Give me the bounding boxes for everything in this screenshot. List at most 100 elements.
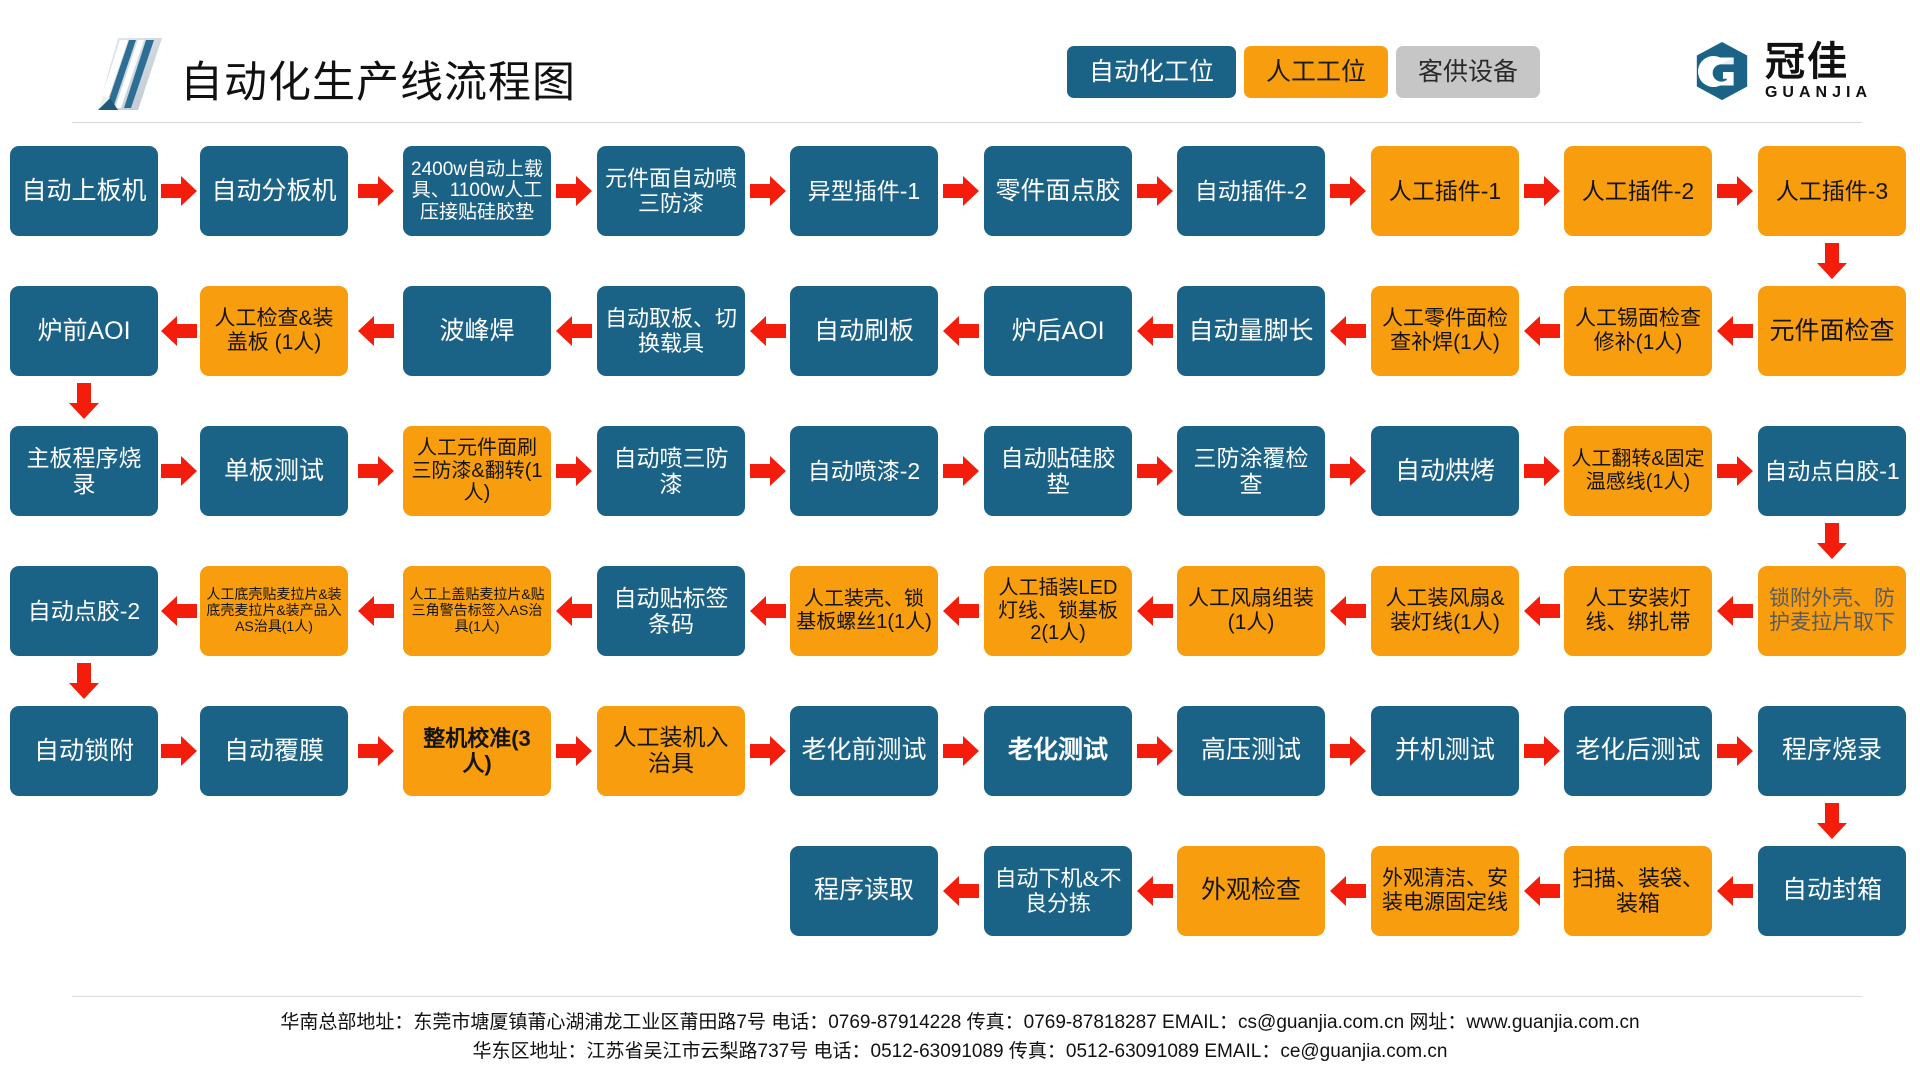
page-header: 自动化生产线流程图 自动化工位 人工工位 客供设备 冠佳 GUANJIA	[0, 0, 1920, 124]
flow-node[interactable]: 自动取板、切换载具	[597, 286, 745, 376]
arrow-left-icon	[1523, 876, 1560, 906]
flow-node[interactable]: 主板程序烧录	[10, 426, 158, 516]
flow-node[interactable]: 人工装机入治具	[597, 706, 745, 796]
flow-node[interactable]: 自动下机&不良分拣	[984, 846, 1132, 936]
flow-node[interactable]: 人工零件面检查补焊(1人)	[1371, 286, 1519, 376]
flow-node-label: 主板程序烧录	[26, 444, 142, 497]
flow-node-label: 人工装壳、锁基板螺丝1(1人)	[796, 588, 932, 633]
arrow-left-icon	[1717, 316, 1753, 346]
arrow-right-icon	[556, 176, 592, 206]
flow-node[interactable]: 老化后测试	[1564, 706, 1712, 796]
flow-node[interactable]: 外观清洁、安装电源固定线	[1371, 846, 1519, 936]
flow-node-label: 自动上板机	[21, 176, 147, 205]
flow-node-label: 人工上盖贴麦拉片&贴三角警告标签入AS治具(1人)	[409, 586, 545, 634]
flow-node[interactable]: 人工插件-1	[1371, 146, 1519, 236]
flow-node[interactable]: 自动烘烤	[1371, 426, 1519, 516]
flow-node-label: 自动烘烤	[1394, 456, 1495, 485]
flow-node-label: 人工装机入治具	[613, 724, 729, 776]
arrow-right-icon	[749, 456, 786, 486]
flow-node-label: 人工元件面刷三防漆&翻转(1人)	[411, 436, 543, 505]
arrow-left-icon	[1136, 876, 1173, 906]
flow-node[interactable]: 人工底壳贴麦拉片&装底壳麦拉片&装产品入AS治具(1人)	[200, 566, 348, 656]
arrow-right-icon	[357, 456, 394, 486]
flow-node[interactable]: 并机测试	[1371, 706, 1519, 796]
footer-line-east-china: 华东区地址：江苏省吴江市云梨路737号 电话：0512-63091089 传真：…	[472, 1041, 1448, 1063]
flow-node[interactable]: 扫描、装袋、装箱	[1564, 846, 1712, 936]
arrow-left-icon	[749, 596, 786, 626]
flow-node[interactable]: 自动量脚长	[1177, 286, 1325, 376]
flow-node[interactable]: 单板测试	[200, 426, 348, 516]
flow-node[interactable]: 零件面点胶	[984, 146, 1132, 236]
flow-node[interactable]: 人工插件-3	[1758, 146, 1906, 236]
flow-node[interactable]: 2400w自动上载具、1100w人工压接贴硅胶垫	[403, 146, 551, 236]
arrow-left-icon	[161, 596, 197, 626]
flow-node[interactable]: 自动贴硅胶垫	[984, 426, 1132, 516]
legend-chip-automation[interactable]: 自动化工位	[1066, 46, 1236, 98]
flow-node[interactable]: 老化前测试	[790, 706, 938, 796]
flow-node[interactable]: 炉前AOI	[10, 286, 158, 376]
arrow-left-icon	[1717, 876, 1753, 906]
arrow-right-icon	[1330, 456, 1366, 486]
legend-chip-manual[interactable]: 人工工位	[1243, 46, 1388, 98]
flow-node[interactable]: 自动锁附	[10, 706, 158, 796]
flow-node[interactable]: 锁附外壳、防护麦拉片取下	[1758, 566, 1906, 656]
flow-node[interactable]: 自动喷三防漆	[597, 426, 745, 516]
flow-node[interactable]: 人工装风扇&装灯线(1人)	[1371, 566, 1519, 656]
flow-node[interactable]: 自动覆膜	[200, 706, 348, 796]
flow-node[interactable]: 程序烧录	[1758, 706, 1906, 796]
flow-node[interactable]: 外观检查	[1177, 846, 1325, 936]
arrow-right-icon	[1330, 736, 1366, 766]
flow-node[interactable]: 人工锡面检查修补(1人)	[1564, 286, 1712, 376]
arrow-down-icon	[1817, 523, 1847, 559]
arrow-right-icon	[1136, 736, 1173, 766]
arrow-left-icon	[556, 596, 592, 626]
arrow-right-icon	[357, 176, 394, 206]
flow-node[interactable]: 炉后AOI	[984, 286, 1132, 376]
flow-node[interactable]: 自动插件-2	[1177, 146, 1325, 236]
flow-node[interactable]: 自动刷板	[790, 286, 938, 376]
flow-node[interactable]: 自动贴标签条码	[597, 566, 745, 656]
flow-node[interactable]: 老化测试	[984, 706, 1132, 796]
legend-chip-customer-equipment[interactable]: 客供设备	[1395, 46, 1540, 98]
flow-node[interactable]: 自动分板机	[200, 146, 348, 236]
flow-node[interactable]: 人工安装灯线、绑扎带	[1564, 566, 1712, 656]
arrow-right-icon	[749, 736, 786, 766]
flow-node[interactable]: 波峰焊	[403, 286, 551, 376]
flow-node[interactable]: 人工元件面刷三防漆&翻转(1人)	[403, 426, 551, 516]
arrow-left-icon	[161, 316, 197, 346]
flow-node[interactable]: 自动封箱	[1758, 846, 1906, 936]
flow-node[interactable]: 元件面检查	[1758, 286, 1906, 376]
flow-node[interactable]: 人工翻转&固定温感线(1人)	[1564, 426, 1712, 516]
flow-node-label: 高压测试	[1200, 736, 1301, 764]
arrow-left-icon	[1136, 316, 1173, 346]
arrow-right-icon	[1136, 456, 1173, 486]
flow-node-label: 自动取板、切换载具	[604, 305, 737, 356]
flow-node-label: 老化测试	[1007, 736, 1108, 764]
arrow-right-icon	[161, 736, 197, 766]
flow-node[interactable]: 人工插件-2	[1564, 146, 1712, 236]
flow-node[interactable]: 自动点白胶-1	[1758, 426, 1906, 516]
flow-node[interactable]: 自动上板机	[10, 146, 158, 236]
header-divider	[72, 122, 1862, 123]
arrow-right-icon	[943, 456, 979, 486]
arrow-right-icon	[749, 176, 786, 206]
flow-node-label: 异型插件-1	[807, 177, 921, 204]
flow-node[interactable]: 高压测试	[1177, 706, 1325, 796]
flow-node[interactable]: 程序读取	[790, 846, 938, 936]
flow-node[interactable]: 元件面自动喷三防漆	[597, 146, 745, 236]
flow-node[interactable]: 整机校准(3人)	[403, 706, 551, 796]
flow-node-label: 老化前测试	[801, 736, 927, 764]
flow-node-label: 元件面检查	[1769, 316, 1895, 345]
flow-node[interactable]: 人工风扇组装(1人)	[1177, 566, 1325, 656]
flow-node[interactable]: 人工检查&装盖板 (1人)	[200, 286, 348, 376]
flow-node[interactable]: 自动点胶-2	[10, 566, 158, 656]
flow-node[interactable]: 异型插件-1	[790, 146, 938, 236]
flow-node[interactable]: 三防涂覆检查	[1177, 426, 1325, 516]
flow-node-label: 自动插件-2	[1194, 177, 1308, 204]
flow-node[interactable]: 人工插装LED灯线、锁基板2(1人)	[984, 566, 1132, 656]
flow-node[interactable]: 人工上盖贴麦拉片&贴三角警告标签入AS治具(1人)	[403, 566, 551, 656]
arrow-right-icon	[1523, 736, 1560, 766]
flow-node[interactable]: 自动喷漆-2	[790, 426, 938, 516]
flow-node[interactable]: 人工装壳、锁基板螺丝1(1人)	[790, 566, 938, 656]
arrow-right-icon	[1330, 176, 1366, 206]
